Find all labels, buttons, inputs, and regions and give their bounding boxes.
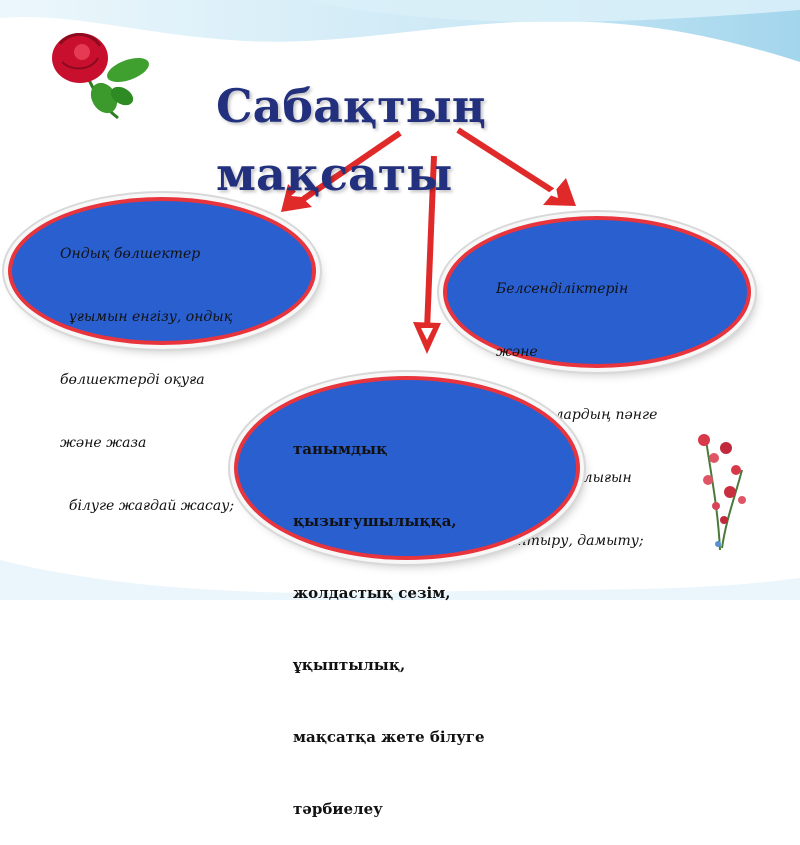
bottom-goal-line: жолдастық сезім, xyxy=(293,584,451,602)
bottom-goal-line: мақсатқа жете білуге xyxy=(293,728,485,746)
title-line-1: Сабақтың xyxy=(216,79,486,133)
bottom-goal-ellipse xyxy=(234,376,580,560)
flowers-icon xyxy=(698,434,746,551)
bottom-goal-line: танымдық xyxy=(293,440,388,458)
bottom-goal-text: танымдық қызығушылыққа, жолдастық сезім,… xyxy=(293,389,485,845)
left-goal-line: Ондық бөлшектер xyxy=(60,246,201,262)
arrow-to-left-goal xyxy=(281,130,402,212)
left-goal-text: Ондық бөлшектер ұғымын енгізу, ондық бөл… xyxy=(60,202,234,538)
left-goal-ellipse xyxy=(8,197,316,345)
arrow-to-right-goal xyxy=(456,127,576,206)
bottom-goal-line: ұқыптылық, xyxy=(293,656,406,674)
bottom-wave xyxy=(0,560,800,600)
left-goal-line: бөлшектерді оқуға xyxy=(60,372,205,388)
rose-icon xyxy=(52,33,149,120)
title-line-2-text: мақсаты xyxy=(216,147,453,201)
background xyxy=(0,0,800,600)
left-goal-line: білуге жағдай жасау; xyxy=(60,498,235,514)
left-goal-line: және жаза xyxy=(60,435,147,451)
right-goal-line: және xyxy=(496,344,538,360)
top-wave-highlight xyxy=(300,0,800,23)
right-goal-line: Белсенділіктерін xyxy=(496,281,629,297)
bottom-goal-line: тәрбиелеу xyxy=(293,800,383,818)
left-goal-line: ұғымын енгізу, ондық xyxy=(60,309,233,325)
bottom-goal-line: қызығушылыққа, xyxy=(293,512,457,530)
right-goal-ellipse xyxy=(443,216,751,368)
arrow-to-bottom-goal xyxy=(413,155,441,354)
